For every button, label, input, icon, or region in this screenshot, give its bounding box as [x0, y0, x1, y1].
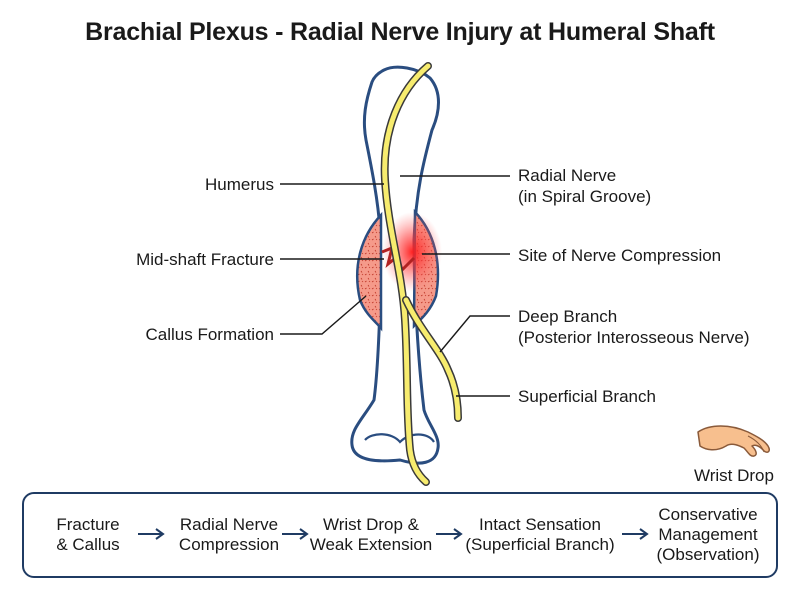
label-deep-branch-line1: Deep Branch — [518, 307, 618, 326]
leader-lines — [280, 175, 510, 397]
label-deep-branch-line2: (Posterior Interosseous Nerve) — [518, 328, 750, 347]
flow-step-2-line2: Compression — [178, 535, 280, 554]
flow-step-3: Wrist Drop &Weak Extension — [306, 494, 436, 576]
flow-arrow-icon — [436, 528, 463, 540]
flow-step-1: Fracture& Callus — [34, 494, 142, 576]
callus-left — [356, 211, 383, 332]
label-superficial-branch: Superficial Branch — [518, 387, 656, 406]
radial-nerve — [380, 62, 432, 486]
page-title: Brachial Plexus - Radial Nerve Injury at… — [85, 18, 715, 46]
flow-step-3-line1: Wrist Drop & — [322, 515, 420, 534]
flow-step-4-line2: (Superficial Branch) — [465, 535, 615, 554]
superficial-branch-nerve — [402, 296, 462, 422]
flow-arrow-icon — [622, 528, 649, 540]
label-fracture: Mid-shaft Fracture — [136, 250, 274, 269]
label-radial-nerve-line1: Radial Nerve — [518, 166, 617, 185]
flow-step-4-line1: Intact Sensation — [479, 515, 601, 534]
flow-step-5-line3: (Observation) — [656, 545, 760, 564]
flow-step-2-line1: Radial Nerve — [179, 515, 279, 534]
flow-step-4: Intact Sensation(Superficial Branch) — [460, 494, 620, 576]
flow-step-1-line2: & Callus — [56, 535, 120, 554]
label-wrist-drop: Wrist Drop — [694, 466, 774, 485]
label-humerus: Humerus — [205, 175, 274, 194]
label-callus: Callus Formation — [145, 325, 275, 344]
wrist-drop-hand-icon — [697, 425, 770, 457]
flow-step-5-line1: Conservative — [658, 505, 758, 524]
flow-step-5-line2: Management — [658, 525, 758, 544]
label-compression: Site of Nerve Compression — [518, 246, 722, 265]
flow-step-3-line2: Weak Extension — [309, 535, 433, 554]
flow-arrow-icon — [282, 528, 309, 540]
flow-step-1-line1: Fracture — [56, 515, 120, 534]
label-radial-nerve: Radial Nerve (in Spiral Groove) — [518, 165, 651, 207]
label-radial-nerve-line2: (in Spiral Groove) — [518, 187, 652, 206]
label-deep-branch: Deep Branch (Posterior Interosseous Nerv… — [518, 306, 749, 348]
flow-arrow-icon — [138, 528, 165, 540]
